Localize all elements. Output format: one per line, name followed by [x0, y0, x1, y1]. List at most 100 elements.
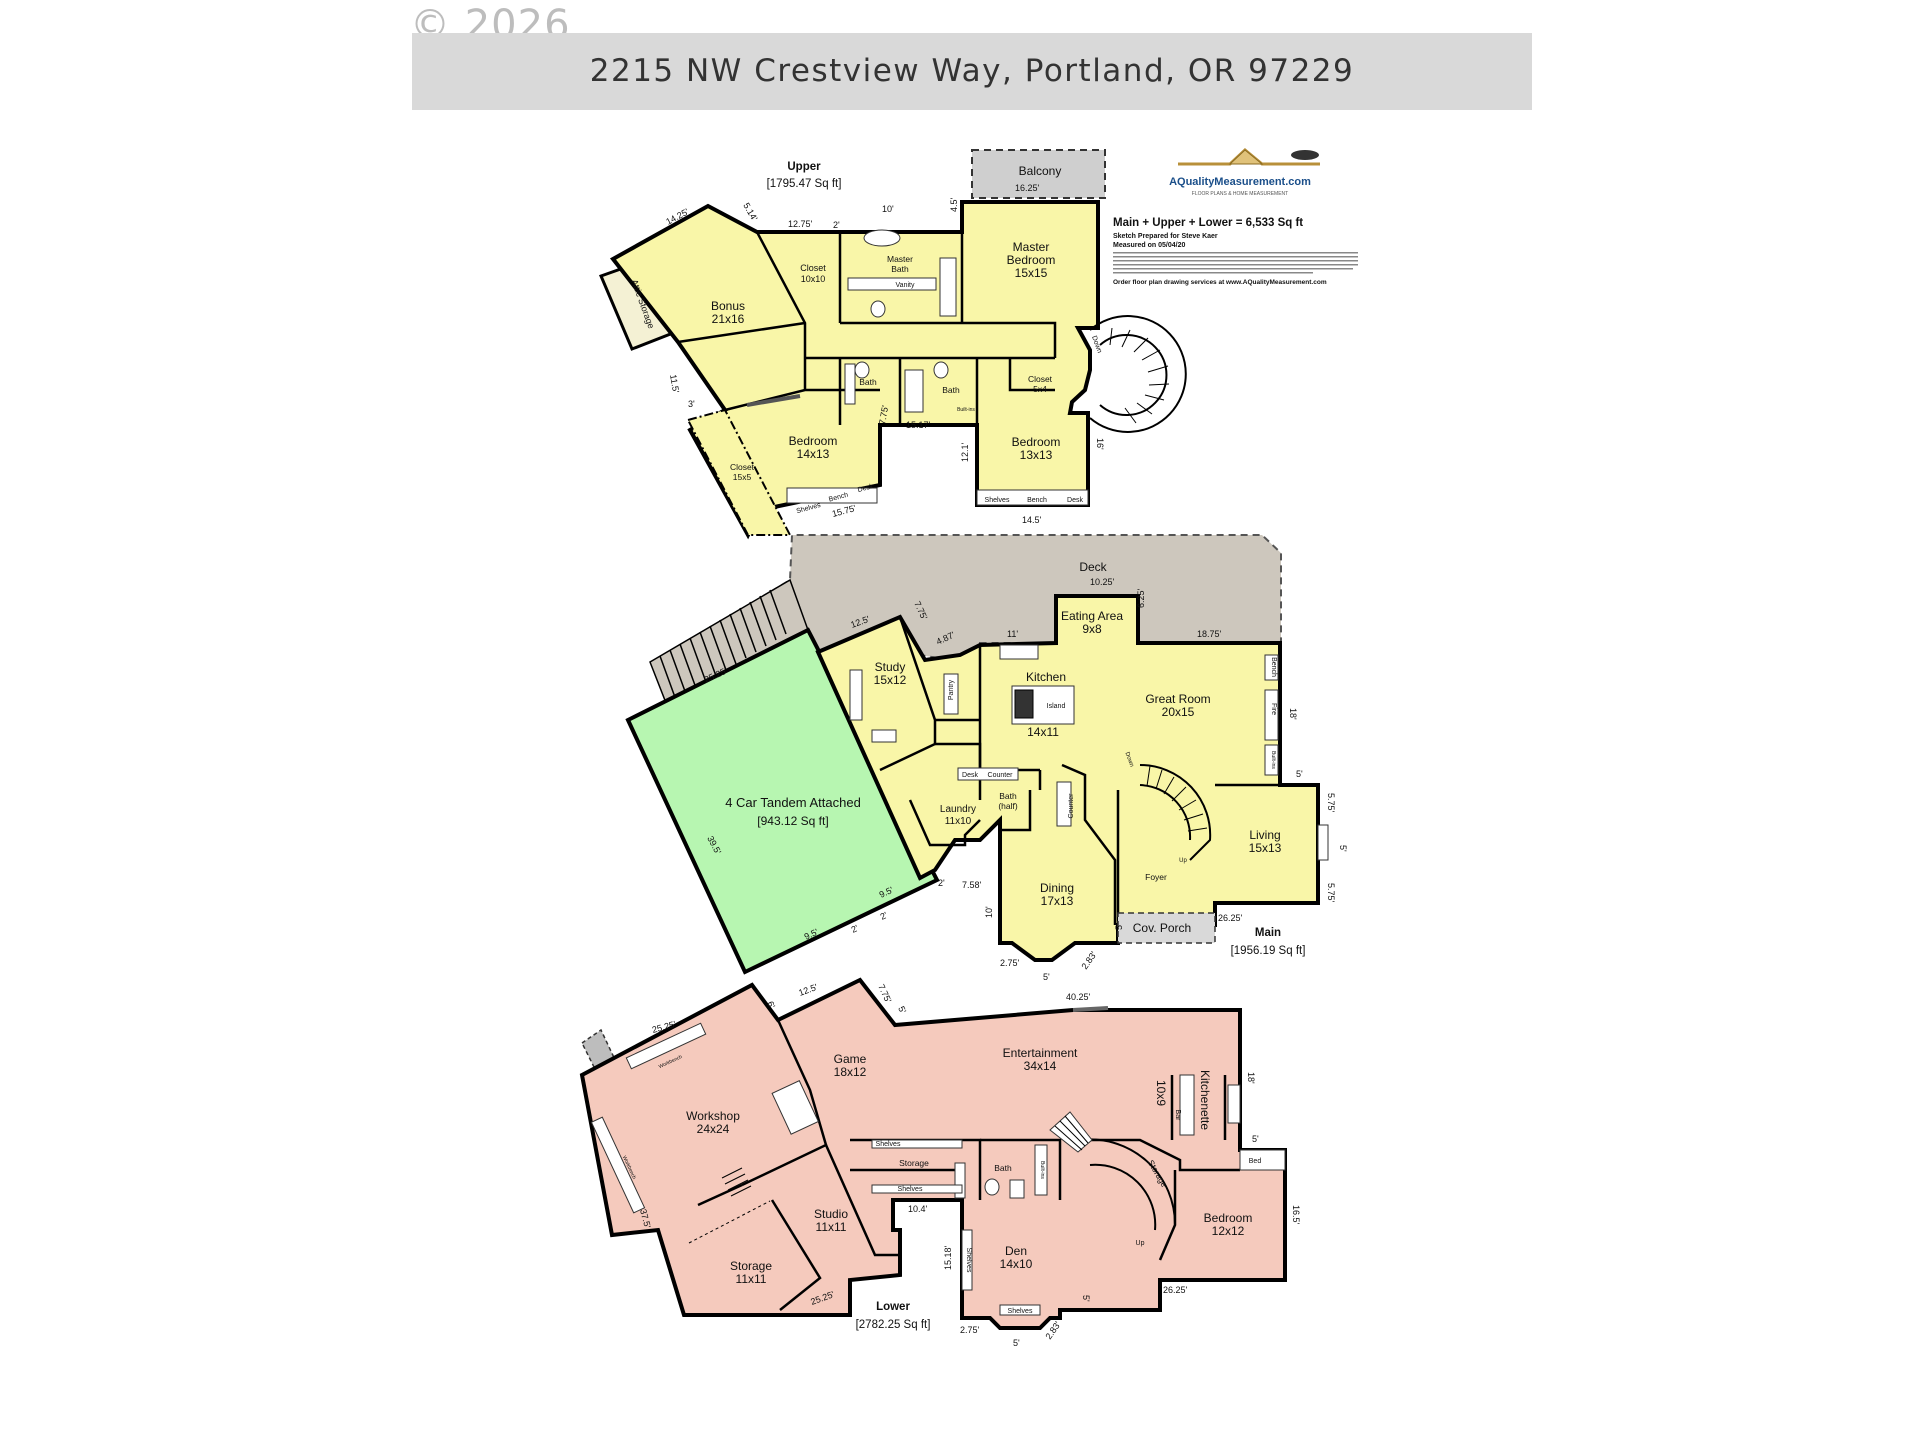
studio-size: 11x11 [816, 1220, 847, 1234]
half-bath-label: Bath [999, 791, 1017, 801]
entertainment-size: 34x14 [1024, 1059, 1057, 1073]
dim-label: 3' [688, 399, 695, 409]
dim-label: 26.25' [1163, 1285, 1188, 1295]
dim-label: 16.25' [1015, 183, 1040, 193]
game-label: Game [834, 1052, 867, 1066]
dim-label: 15.17' [906, 420, 931, 430]
upper-level-area: [1795.47 Sq ft] [767, 178, 842, 190]
bedroom-b-label: Bedroom [1012, 435, 1061, 449]
study-size: 15x12 [874, 673, 907, 687]
bench-label: Bench [1027, 497, 1047, 504]
garage-area: [943.12 Sq ft] [757, 814, 828, 828]
bench-label-2: Bench [828, 492, 849, 504]
bonus-size: 21x16 [712, 312, 745, 326]
dim-label: 7.75' [877, 404, 890, 425]
dim-label: 2.75' [1000, 958, 1020, 968]
bath-b-label: Bath [942, 385, 960, 395]
game-size: 18x12 [834, 1065, 867, 1079]
master-bath-label: Master [887, 254, 913, 264]
dim-label: 15.18' [943, 1245, 953, 1270]
deck-label: Deck [1079, 560, 1107, 574]
garage-label: 4 Car Tandem Attached [725, 795, 861, 810]
builtins-label: Built-ins [1270, 751, 1276, 769]
upper-level-label: Upper [787, 161, 821, 173]
bedroom-a-label: Bedroom [789, 434, 838, 448]
dim-label: 5' [896, 1005, 908, 1016]
balcony-label: Balcony [1019, 164, 1062, 178]
dim-label: 16.5' [1291, 1205, 1301, 1225]
upper-level [598, 149, 1187, 540]
prepared-for: Sketch Prepared for Steve Kaer [1113, 233, 1218, 240]
lower-level-label: Lower [876, 1301, 910, 1313]
kitchenette-label: Kitchenette [1198, 1070, 1212, 1130]
entertainment-label: Entertainment [1003, 1046, 1078, 1060]
shelves-label: Shelves [985, 497, 1010, 504]
dim-label: 5.75' [1326, 883, 1336, 903]
total-area: Main + Upper + Lower = 6,533 Sq ft [1113, 217, 1303, 229]
dim-label: 5' [1013, 1338, 1020, 1348]
builtins-label: Built-ins [1039, 1161, 1045, 1179]
dim-label: 10.4' [908, 1204, 928, 1214]
dim-label: 4.5' [949, 197, 959, 212]
covered-porch-label: Cov. Porch [1133, 921, 1191, 935]
counter-label: Counter [988, 772, 1014, 779]
dim-label: 10' [882, 204, 894, 214]
company-logo: AQualityMeasurement.com FLOOR PLANS & HO… [1169, 148, 1320, 197]
garage [625, 627, 940, 975]
kitchen-size: 14x11 [1027, 725, 1059, 739]
dim-label: 37.5' [638, 1208, 653, 1229]
laundry-size: 11x10 [945, 816, 972, 827]
dim-label: 14.5' [1022, 515, 1042, 525]
dim-label: 5' [1296, 769, 1303, 779]
lower-bedroom-label: Bedroom [1204, 1211, 1253, 1225]
address-header: 2215 NW Crestview Way, Portland, OR 9722… [412, 33, 1532, 110]
stairs-down-label: Down [1123, 751, 1134, 767]
closet2-label: Closet [1028, 374, 1053, 384]
dining-label: Dining [1040, 881, 1074, 895]
dim-label: 5' [1043, 972, 1050, 982]
dim-label: 6' [765, 1000, 777, 1011]
desk-label: Desk [962, 772, 978, 779]
storage-label: Storage [730, 1259, 772, 1273]
workshop-label: Workshop [686, 1109, 740, 1123]
shelves-label-2: Shelves [898, 1186, 923, 1193]
storage-size: 11x11 [736, 1272, 767, 1286]
den-size: 14x10 [1000, 1257, 1033, 1271]
logo-name: AQualityMeasurement.com [1169, 176, 1311, 188]
lower-floor-shell [579, 977, 1287, 1330]
main-level-label: Main [1255, 927, 1281, 939]
dim-label: 12.75' [788, 219, 813, 229]
pantry-label: Pantry [948, 679, 955, 700]
closet2-size: 5x4 [1033, 384, 1047, 394]
dim-label: 6.25' [1136, 588, 1146, 608]
kitchenette-size: 10x9 [1154, 1080, 1168, 1106]
dim-label: 2' [833, 220, 840, 230]
fire-label: Fire [1270, 703, 1277, 715]
dim-label: 5' [1338, 845, 1348, 852]
covered-porch [1117, 912, 1216, 944]
eating-area-label: Eating Area [1061, 609, 1123, 623]
dim-label: 18' [1246, 1072, 1256, 1084]
bedroom-a-size: 14x13 [797, 447, 830, 461]
builtins-label: Built-ins [957, 407, 975, 413]
main-level-area: [1956.19 Sq ft] [1231, 945, 1306, 957]
closet3-label: Closet [730, 462, 755, 472]
dim-label: 5' [1252, 1134, 1259, 1144]
closet-label: Closet [800, 263, 826, 273]
dim-label: 2' [850, 923, 861, 935]
bath-a-label: Bath [859, 377, 877, 387]
dim-label: 12.5' [797, 982, 819, 998]
shelves-label-3: Shelves [1008, 1308, 1033, 1315]
measured-date: Measured on 05/04/20 [1113, 242, 1185, 249]
dim-label: 40.25' [1066, 992, 1091, 1002]
studio-label: Studio [814, 1207, 848, 1221]
vanity-label: Vanity [896, 282, 915, 289]
address-title: 2215 NW Crestview Way, Portland, OR 9722… [589, 53, 1355, 89]
closet-15x5 [686, 408, 792, 536]
dim-label: 2.83' [1079, 949, 1098, 971]
dim-label: 7.58' [962, 880, 982, 890]
dim-label: 11' [1007, 629, 1018, 639]
stairs-up-label: Up [1179, 858, 1187, 864]
desk-label-2: Desk [857, 483, 875, 494]
